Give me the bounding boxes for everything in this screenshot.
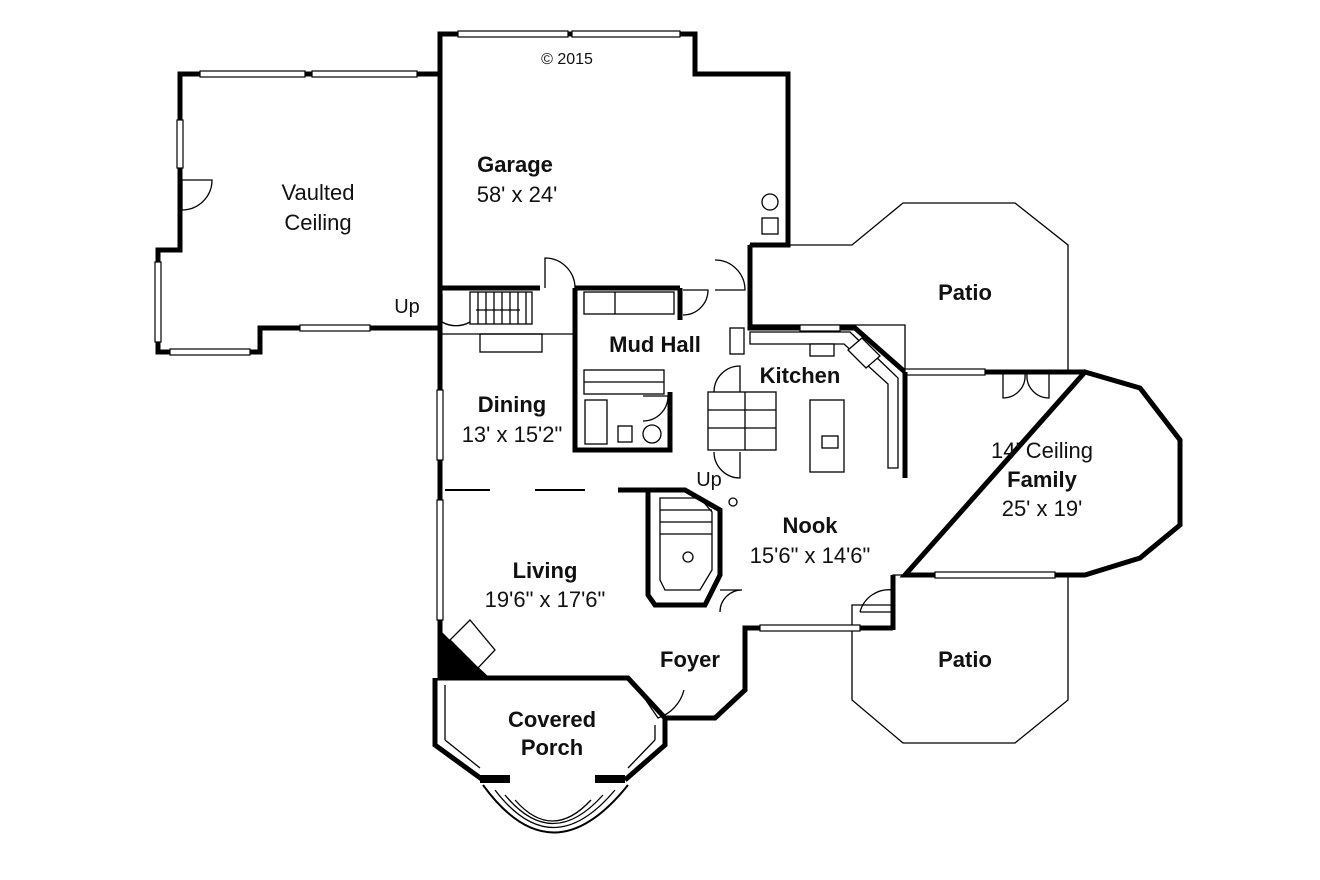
family-patio-door <box>1002 373 1050 399</box>
garage-entry-door <box>714 259 746 291</box>
fireplace-hearth <box>449 619 496 669</box>
living-window-west-1 <box>436 389 444 461</box>
dining-label: Dining <box>478 392 546 417</box>
garage-door-4 <box>571 30 681 38</box>
mud-hall-label: Mud Hall <box>609 332 701 357</box>
kitchen-sink <box>847 337 881 369</box>
living-label: Living <box>513 558 578 583</box>
garage-wall <box>437 31 791 322</box>
living-size: 19'6" x 17'6" <box>485 587 606 612</box>
porch-outline <box>432 678 485 783</box>
utility-box-icon <box>761 217 779 235</box>
stair-door <box>719 589 743 613</box>
family-label: Family <box>1007 467 1077 492</box>
kitchen-stair-door <box>713 365 741 393</box>
porch-pillar-1 <box>480 775 510 783</box>
patio-top-outline <box>749 202 1069 373</box>
foyer-wall <box>495 625 893 721</box>
kitchen-label: Kitchen <box>760 363 841 388</box>
pantry-door <box>713 451 741 479</box>
porch-pillar-2 <box>595 775 625 783</box>
kitchen-stairs <box>707 391 777 451</box>
kitchen-window-nook <box>904 368 986 376</box>
garage-door-1 <box>199 70 306 78</box>
vaulted-label: Vaulted <box>282 180 355 205</box>
dining-size: 13' x 15'2" <box>462 422 563 447</box>
patio-top-label: Patio <box>938 280 992 305</box>
water-heater-icon <box>761 193 779 211</box>
foyer-window <box>759 624 861 632</box>
garage-size: 58' x 24' <box>477 182 558 207</box>
garage-window-west <box>176 119 184 169</box>
garage-door-2 <box>311 70 418 78</box>
porch-outline-right <box>623 718 668 782</box>
mud-hall-wall <box>572 288 673 453</box>
living-window-west-2 <box>436 499 444 621</box>
garage-label: Garage <box>477 152 553 177</box>
family-window-1 <box>934 571 1056 579</box>
mud-hall-garage-door <box>544 257 576 289</box>
nook-label: Nook <box>783 513 839 538</box>
kitchen-pantry <box>729 327 745 355</box>
up-label-garage: Up <box>394 296 420 318</box>
bath-door <box>642 395 669 422</box>
mud-hall-bench <box>583 291 675 315</box>
garage-window-south-2 <box>299 324 371 332</box>
garage-stairs <box>469 291 533 325</box>
vaulted-label-2: Ceiling <box>284 210 351 235</box>
garage-door-3 <box>457 30 569 38</box>
newel-post-icon <box>682 551 694 563</box>
foyer-label: Foyer <box>660 647 720 672</box>
porch-steps <box>482 784 629 834</box>
kitchen-window <box>799 324 841 332</box>
patio-bottom-label: Patio <box>938 647 992 672</box>
front-door <box>631 679 685 719</box>
nook-size: 15'6" x 14'6" <box>750 543 871 568</box>
porch-label: Covered <box>508 707 596 732</box>
garage-window-sw <box>154 261 162 343</box>
dining-buffet <box>479 333 543 353</box>
newel-post-2-icon <box>728 497 738 507</box>
family-note: 14' Ceiling <box>991 438 1093 463</box>
family-size: 25' x 19' <box>1002 496 1083 521</box>
sink-icon <box>642 424 662 444</box>
up-label-main: Up <box>696 469 722 491</box>
garage-side-door <box>181 179 213 211</box>
bathtub <box>584 399 608 445</box>
kitchen-wall-north <box>747 245 1085 375</box>
copyright-text: © 2015 <box>541 51 593 68</box>
family-patio-door-2 <box>859 589 894 613</box>
garage-stair-door <box>441 294 471 327</box>
cooktop-icon <box>809 343 835 357</box>
fireplace <box>440 630 490 678</box>
main-staircase <box>645 487 723 608</box>
closet-door <box>682 289 709 316</box>
toilet-icon <box>617 425 633 443</box>
porch-label-2: Porch <box>521 735 583 760</box>
garage-window-south <box>169 348 251 356</box>
